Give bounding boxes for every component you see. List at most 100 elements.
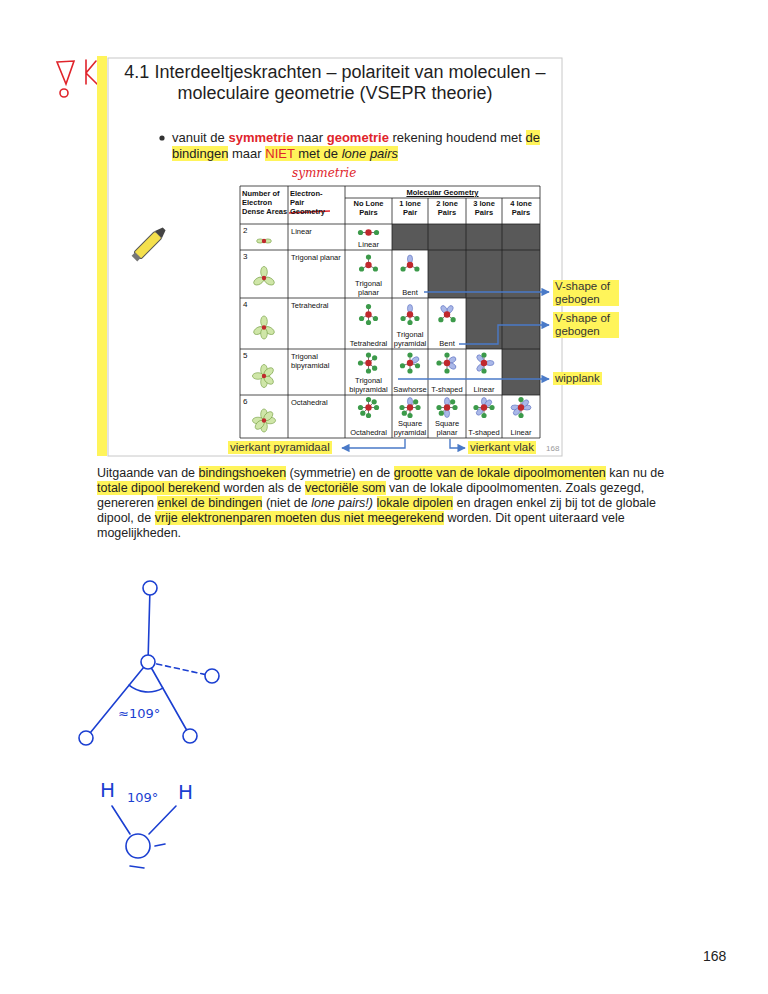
hand-atom: [143, 581, 157, 595]
empty-cell: [428, 250, 466, 298]
table-ground: [240, 186, 540, 438]
text-run: opent: [514, 511, 545, 525]
text-run: de: [526, 130, 540, 145]
column-header: Electron-Pair Geometry: [290, 189, 330, 216]
geometry-name: Trigonal pyramidal: [392, 330, 428, 348]
geometry-name: Octahedral: [345, 428, 392, 437]
central-atom: [365, 262, 371, 268]
text-run: [373, 466, 376, 480]
grid-line: [345, 198, 540, 199]
text-run: (symmetrie): [290, 466, 356, 480]
geometry-name: Trigonal bipyramidal: [291, 352, 343, 370]
text-run: dipool: [131, 481, 164, 495]
text-run: (niet: [266, 496, 290, 510]
annotation-arrows: [342, 292, 549, 448]
column-header: Number of Electron Dense Areas: [242, 189, 288, 216]
text-run: [356, 466, 359, 480]
hand-drawing: [79, 581, 219, 868]
text-run: [293, 130, 297, 145]
text-run: [386, 481, 389, 495]
text-run: Uitgaande: [97, 466, 154, 480]
text-run: rekening: [393, 130, 443, 145]
central-atom: [481, 360, 487, 366]
text-run: [612, 496, 615, 510]
electron-geometry-icon: [257, 239, 272, 243]
lone-pair: [486, 360, 494, 365]
text-run: [442, 130, 446, 145]
text-run: de: [191, 496, 205, 510]
text-run: [262, 496, 265, 510]
text-run: Zoals: [566, 481, 597, 495]
text-run: [470, 496, 473, 510]
outer-atom: [400, 266, 405, 271]
text-run: naar: [297, 130, 323, 145]
geometry-name: T-shaped: [466, 428, 502, 437]
text-run: [427, 481, 430, 495]
highlighter-pen: [131, 225, 168, 262]
text-run: [284, 481, 287, 495]
text-run: [228, 146, 232, 161]
molecule-icon: [436, 352, 457, 373]
molecule-icon: [400, 255, 419, 272]
text-run: [596, 481, 599, 495]
hand-bond: [148, 662, 212, 676]
leader-arrow: [450, 439, 465, 448]
text-run: [453, 496, 456, 510]
text-run: som: [362, 481, 386, 495]
column-header: Molecular Geometry: [345, 188, 540, 197]
central-atom: [407, 404, 413, 410]
row-number: 3: [243, 252, 247, 261]
outer-atom: [518, 413, 523, 418]
text-run: de: [324, 146, 338, 161]
text-run: [195, 466, 198, 480]
outer-atom: [436, 360, 441, 365]
outer-atom: [402, 411, 407, 416]
molecule-icon: [359, 304, 378, 325]
hand-atom: [126, 834, 150, 858]
central-atom: [444, 360, 450, 366]
highlight-bar: [97, 56, 107, 456]
grid-line: [428, 198, 429, 438]
molecule-icon: [358, 352, 377, 373]
hand-bond: [148, 662, 190, 736]
text-run: [134, 511, 137, 525]
geometry-name: Trigonal bipyramidal: [345, 376, 392, 394]
central-atom: [262, 239, 266, 243]
outer-atom: [413, 399, 418, 404]
annotation-label: vierkant pyramidaal: [228, 441, 332, 454]
text-run: [463, 481, 466, 495]
text-run: [220, 481, 223, 495]
text-run: genereren: [97, 496, 154, 510]
text-run: [492, 511, 495, 525]
text-run: [265, 481, 268, 495]
text-run: dipoolmomenten: [513, 466, 605, 480]
text-run: dipool,: [97, 511, 134, 525]
empty-cell: [466, 224, 502, 250]
text-run: enkel: [157, 496, 187, 510]
outer-atom: [359, 316, 364, 321]
text-run: de: [294, 496, 308, 510]
central-atom: [518, 404, 524, 410]
electron-geometry-icon: [252, 316, 275, 339]
text-run: met: [500, 130, 522, 145]
central-atom: [365, 360, 371, 366]
central-atom: [407, 360, 413, 366]
column-header: No Lone Pairs: [345, 199, 392, 217]
grid-line: [540, 186, 541, 438]
column-header: 3 lone Pairs: [466, 199, 502, 217]
text-run: [225, 130, 229, 145]
text-run: maar: [232, 146, 262, 161]
geometry-name: Trigonal planar: [291, 253, 343, 262]
text-run: berekend: [168, 481, 220, 495]
text-run: met: [298, 146, 320, 161]
central-atom: [365, 404, 371, 410]
molecule-icon: [473, 398, 494, 419]
electron-geometry-icon: [252, 409, 275, 432]
leader-arrow: [459, 325, 549, 344]
text-run: worden.: [447, 511, 491, 525]
geometry-name: Sawhorse: [392, 385, 428, 394]
text-run: dragen: [474, 496, 513, 510]
text-run: de: [650, 466, 664, 480]
molecule-icon: [476, 352, 494, 373]
outer-atom: [407, 320, 412, 325]
